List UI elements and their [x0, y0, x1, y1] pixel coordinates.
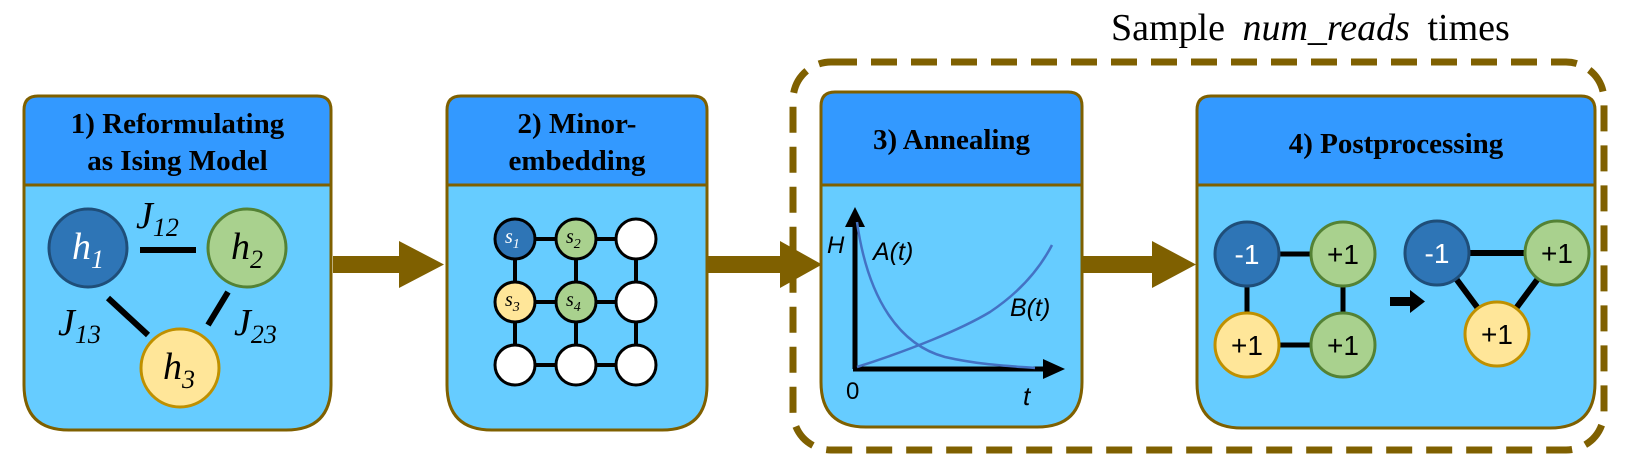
node-s3	[493, 280, 537, 324]
arrow-2-to-3	[708, 241, 822, 288]
arrow-3-to-4	[1082, 241, 1196, 288]
spin-node-top-left	[1213, 220, 1281, 288]
node-empty	[614, 343, 658, 387]
spin-graph-before: -1 +1 +1 +1	[1213, 220, 1377, 379]
spin-node-left	[1403, 219, 1471, 287]
panel-header	[1195, 94, 1597, 187]
label-s4: s4	[566, 289, 581, 315]
y-axis-label: H	[827, 232, 845, 259]
spin-node-top-right	[1309, 220, 1377, 288]
panel-title-line1: 1) Reformulating	[71, 108, 285, 140]
spin-value: -1	[1425, 238, 1450, 269]
spin-value: +1	[1481, 319, 1513, 350]
panel-body	[1195, 183, 1597, 430]
y-axis-arrowhead	[845, 207, 865, 227]
node-s4	[554, 280, 598, 324]
panel-header	[819, 90, 1084, 187]
sample-label-suffix: times	[1427, 7, 1509, 49]
grid-nodes	[493, 217, 658, 387]
spin-graph-after: -1 +1 +1	[1403, 219, 1591, 368]
spin-node-right	[1523, 219, 1591, 287]
label-s1: s1	[505, 226, 520, 252]
label-j23: J23	[234, 302, 277, 349]
ising-edges	[105, 247, 231, 338]
sample-label-emphasis: num_reads	[1242, 7, 1409, 49]
panel-minor-embedding: 2) Minor- embedding s1 s2	[445, 94, 709, 432]
panel-postprocessing: 4) Postprocessing -1 +1 +1 +1	[1195, 94, 1597, 430]
node-h1	[47, 207, 129, 289]
panel-header	[22, 94, 333, 187]
panel-title-line2: as Ising Model	[87, 145, 267, 177]
node-s2	[554, 217, 598, 261]
label-j13: J13	[58, 302, 101, 349]
flow-arrows	[333, 241, 1196, 288]
spin-value: +1	[1327, 330, 1359, 361]
spin-node-bottom	[1463, 300, 1531, 368]
panel-header	[445, 94, 709, 187]
panel-title-line1: 2) Minor-	[518, 108, 637, 140]
postprocess-arrow	[1390, 290, 1425, 313]
x-axis-label: t	[1023, 381, 1032, 411]
curve-a-label: A(t)	[871, 238, 913, 266]
sampling-loop-box	[789, 58, 1608, 454]
spin-value: +1	[1231, 330, 1263, 361]
label-s2: s2	[566, 226, 581, 252]
label-h3: h3	[163, 346, 195, 394]
curve-a	[855, 221, 1036, 370]
sample-label: Sample num_reads times	[1111, 7, 1510, 49]
panel-title-line1: 3) Annealing	[873, 124, 1031, 156]
node-s1	[493, 217, 537, 261]
node-h3	[139, 327, 221, 409]
spin-node-bottom-left	[1213, 311, 1281, 379]
curve-b-label: B(t)	[1010, 294, 1050, 322]
x-axis-arrowhead	[1043, 359, 1065, 379]
sample-label-prefix: Sample	[1111, 7, 1225, 49]
origin-label: 0	[846, 378, 859, 405]
spin-value: +1	[1327, 239, 1359, 270]
node-empty	[614, 217, 658, 261]
edge-h1-h3	[105, 295, 151, 338]
label-h2: h2	[231, 226, 263, 274]
spin-value: -1	[1235, 239, 1260, 270]
node-h2	[206, 207, 288, 289]
panel-annealing: 3) Annealing H t 0 A(t) B(t)	[819, 90, 1084, 429]
annealing-schedule-plot: H t 0 A(t) B(t)	[827, 207, 1065, 411]
node-empty	[493, 343, 537, 387]
arrow-1-to-2	[333, 241, 444, 288]
node-empty	[554, 343, 598, 387]
curve-b	[856, 244, 1054, 369]
node-empty	[614, 280, 658, 324]
panel-title-line1: 4) Postprocessing	[1289, 128, 1504, 160]
label-j12: J12	[136, 195, 179, 242]
panel-title-line2: embedding	[509, 145, 646, 177]
panel-reformulating: 1) Reformulating as Ising Model h1 h2 h3…	[22, 94, 333, 432]
label-s3: s3	[505, 289, 520, 315]
label-h1: h1	[72, 226, 104, 274]
spin-value: +1	[1541, 238, 1573, 269]
spin-node-bottom-right	[1309, 311, 1377, 379]
edge-h2-h3	[205, 290, 231, 327]
